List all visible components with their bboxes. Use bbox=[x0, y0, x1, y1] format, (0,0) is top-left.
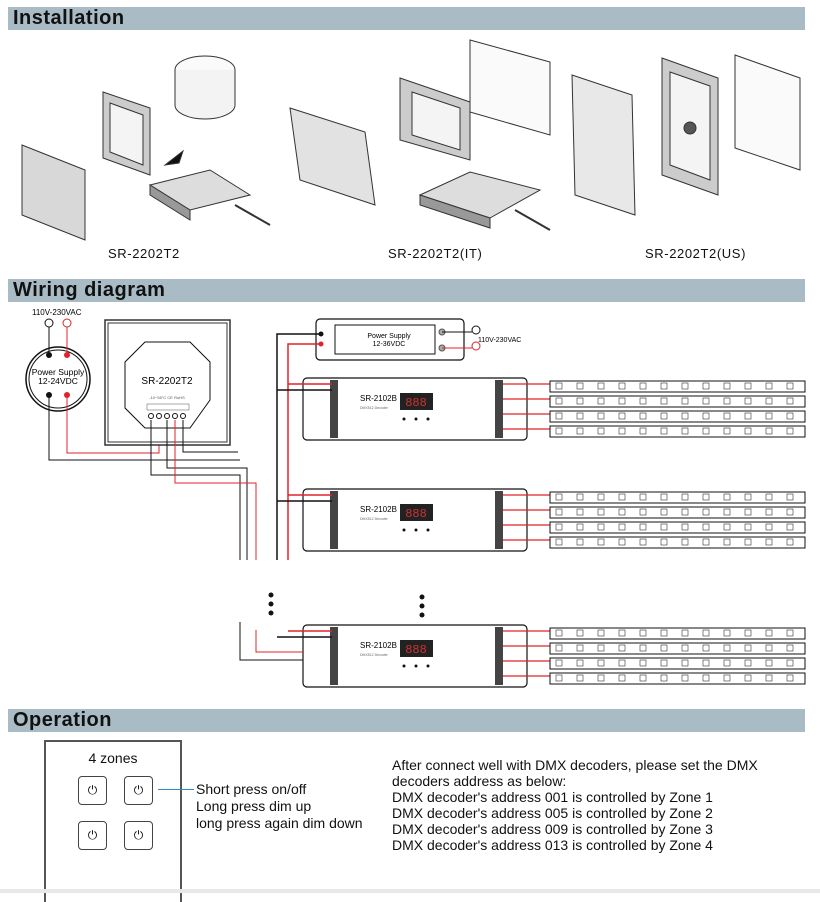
wiring-title: Wiring diagram bbox=[13, 279, 166, 301]
power-icon: ⏻ bbox=[87, 828, 98, 842]
leader-line bbox=[158, 789, 194, 790]
led-strip bbox=[549, 410, 806, 423]
led-strip bbox=[549, 506, 806, 519]
decoder-model: SR-2102B bbox=[360, 505, 397, 514]
led-strip bbox=[549, 657, 806, 670]
led-strip bbox=[549, 425, 806, 438]
led-strip bbox=[549, 395, 806, 408]
instruction-long-press: Long press dim up bbox=[196, 798, 312, 814]
dmx-decoder-1: SR-2102B DMX512 Decoder 888 bbox=[302, 377, 528, 441]
sr-2202t2-us-illustration bbox=[571, 54, 801, 216]
decoder-subtitle: DMX512 Decoder bbox=[360, 406, 389, 410]
live-terminal-icon bbox=[471, 341, 481, 351]
decoder-display: 888 bbox=[405, 643, 427, 657]
led-strip bbox=[549, 536, 806, 549]
dmx-intro-1: After connect well with DMX decoders, pl… bbox=[392, 757, 758, 773]
led-strip bbox=[549, 521, 806, 534]
sr-2202t2-it-illustration bbox=[289, 39, 551, 231]
dmx-intro-2: decoders address as below: bbox=[392, 773, 567, 789]
led-strip bbox=[549, 491, 806, 504]
led-strip bbox=[549, 627, 806, 640]
wiring-diagram: 110V-230VAC Power Supply 12-24VDC SR-220… bbox=[25, 308, 806, 688]
model-caption-1: SR-2202T2 bbox=[108, 246, 180, 261]
decoder-display: 888 bbox=[405, 396, 427, 410]
decoder-subtitle: DMX512 Decoder bbox=[360, 653, 389, 657]
four-zone-panel: 4 zones ⏻ ⏻ ⏻ ⏻ bbox=[44, 740, 182, 902]
panel-marks: -10~55°C CE RoHS bbox=[149, 395, 185, 400]
decoder-subtitle: DMX512 Decoder bbox=[360, 517, 389, 521]
decoder-model: SR-2102B bbox=[360, 641, 397, 650]
ps-left-line2: 12-24VDC bbox=[38, 376, 78, 386]
dmx-decoder-2: SR-2102B DMX512 Decoder 888 bbox=[302, 488, 528, 552]
led-strip bbox=[549, 642, 806, 655]
dmx-address-zone-3: DMX decoder's address 009 is controlled … bbox=[392, 821, 713, 837]
zone-2-button[interactable]: ⏻ bbox=[124, 776, 153, 805]
power-icon: ⏻ bbox=[133, 783, 144, 797]
zone-4-button[interactable]: ⏻ bbox=[124, 821, 153, 850]
ps-top-line2: 12-36VDC bbox=[373, 341, 406, 348]
operation-header: Operation bbox=[8, 709, 805, 732]
dmx-address-zone-2: DMX decoder's address 005 is controlled … bbox=[392, 805, 713, 821]
ac-input-label-right: 110V-230VAC bbox=[478, 337, 521, 344]
power-supply-left: Power Supply 12-24VDC bbox=[25, 346, 91, 412]
wiring-header: Wiring diagram bbox=[8, 279, 805, 302]
ps-left-line1: Power Supply bbox=[32, 367, 85, 377]
led-strip bbox=[549, 672, 806, 685]
dmx-address-zone-1: DMX decoder's address 001 is controlled … bbox=[392, 789, 713, 805]
neutral-terminal-icon bbox=[44, 318, 54, 328]
power-supply-top: Power Supply 12-36VDC bbox=[315, 318, 465, 361]
installation-illustrations bbox=[21, 39, 801, 241]
zone-1-button[interactable]: ⏻ bbox=[78, 776, 107, 805]
page-bottom-edge bbox=[0, 889, 820, 893]
zone-3-button[interactable]: ⏻ bbox=[78, 821, 107, 850]
panel-model: SR-2202T2 bbox=[141, 376, 193, 387]
dmx-address-zone-4: DMX decoder's address 013 is controlled … bbox=[392, 837, 713, 853]
operation-title: Operation bbox=[13, 709, 112, 731]
model-caption-3: SR-2202T2(US) bbox=[645, 246, 746, 261]
continuation-dots bbox=[268, 592, 425, 618]
panel-title: 4 zones bbox=[88, 750, 138, 766]
dmx-decoder-3: SR-2102B DMX512 Decoder 888 bbox=[302, 624, 528, 688]
decoder-model: SR-2102B bbox=[360, 394, 397, 403]
instruction-long-press-again: long press again dim down bbox=[196, 815, 363, 831]
decoder-display: 888 bbox=[405, 507, 427, 521]
ps-top-line1: Power Supply bbox=[367, 333, 411, 340]
power-icon: ⏻ bbox=[87, 783, 98, 797]
led-strip bbox=[549, 380, 806, 393]
sr-2202t2-illustration bbox=[21, 55, 271, 241]
dmx-address-info: After connect well with DMX decoders, pl… bbox=[392, 757, 758, 853]
instruction-short-press: Short press on/off bbox=[196, 781, 307, 797]
installation-title: Installation bbox=[13, 7, 125, 29]
installation-header: Installation bbox=[8, 7, 805, 30]
button-instructions: Short press on/off Long press dim up lon… bbox=[196, 781, 363, 832]
model-caption-2: SR-2202T2(IT) bbox=[388, 246, 483, 261]
ac-input-label: 110V-230VAC bbox=[32, 308, 82, 317]
power-icon: ⏻ bbox=[133, 828, 144, 842]
live-terminal-icon bbox=[62, 318, 72, 328]
neutral-terminal-icon bbox=[471, 325, 481, 335]
